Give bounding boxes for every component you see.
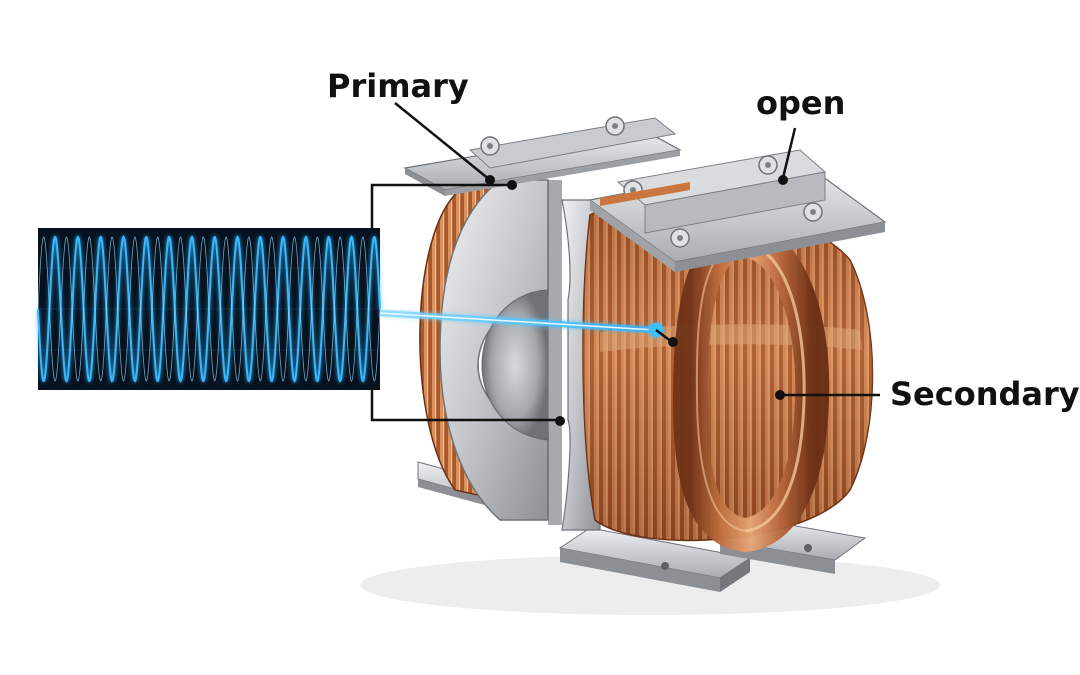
secondary-half-core xyxy=(561,199,874,553)
bolt-icon xyxy=(803,202,823,222)
foot-hole xyxy=(661,562,669,570)
bolt-icon xyxy=(480,136,500,156)
leader-dot xyxy=(775,390,785,400)
open-leader xyxy=(781,127,797,179)
floor-shadow xyxy=(360,555,940,615)
callout-leaders xyxy=(394,102,880,397)
winding-top-edge xyxy=(600,182,690,206)
leader-dot xyxy=(485,175,495,185)
foot-hole xyxy=(804,544,812,552)
open-label: open xyxy=(756,84,846,122)
primary-leader xyxy=(394,102,491,181)
waveform-panel xyxy=(37,228,381,390)
secondary-label: Secondary xyxy=(890,375,1080,413)
secondary-coil-highlight xyxy=(739,240,806,533)
secondary-coil-bundle xyxy=(672,222,830,553)
lead-dot xyxy=(555,416,565,426)
top-clamp-brackets xyxy=(403,116,887,272)
lead-dot xyxy=(507,180,517,190)
bolt-icon xyxy=(758,155,778,175)
sine-wave-trace xyxy=(37,236,381,382)
primary-label: Primary xyxy=(327,67,469,105)
core-gap xyxy=(548,180,562,525)
core-window xyxy=(481,289,549,441)
bolt-icon xyxy=(670,228,690,248)
leader-dot xyxy=(668,337,678,347)
leader-dot xyxy=(778,175,788,185)
primary-lead-bracket xyxy=(370,183,560,422)
bolt-icon xyxy=(605,116,625,136)
